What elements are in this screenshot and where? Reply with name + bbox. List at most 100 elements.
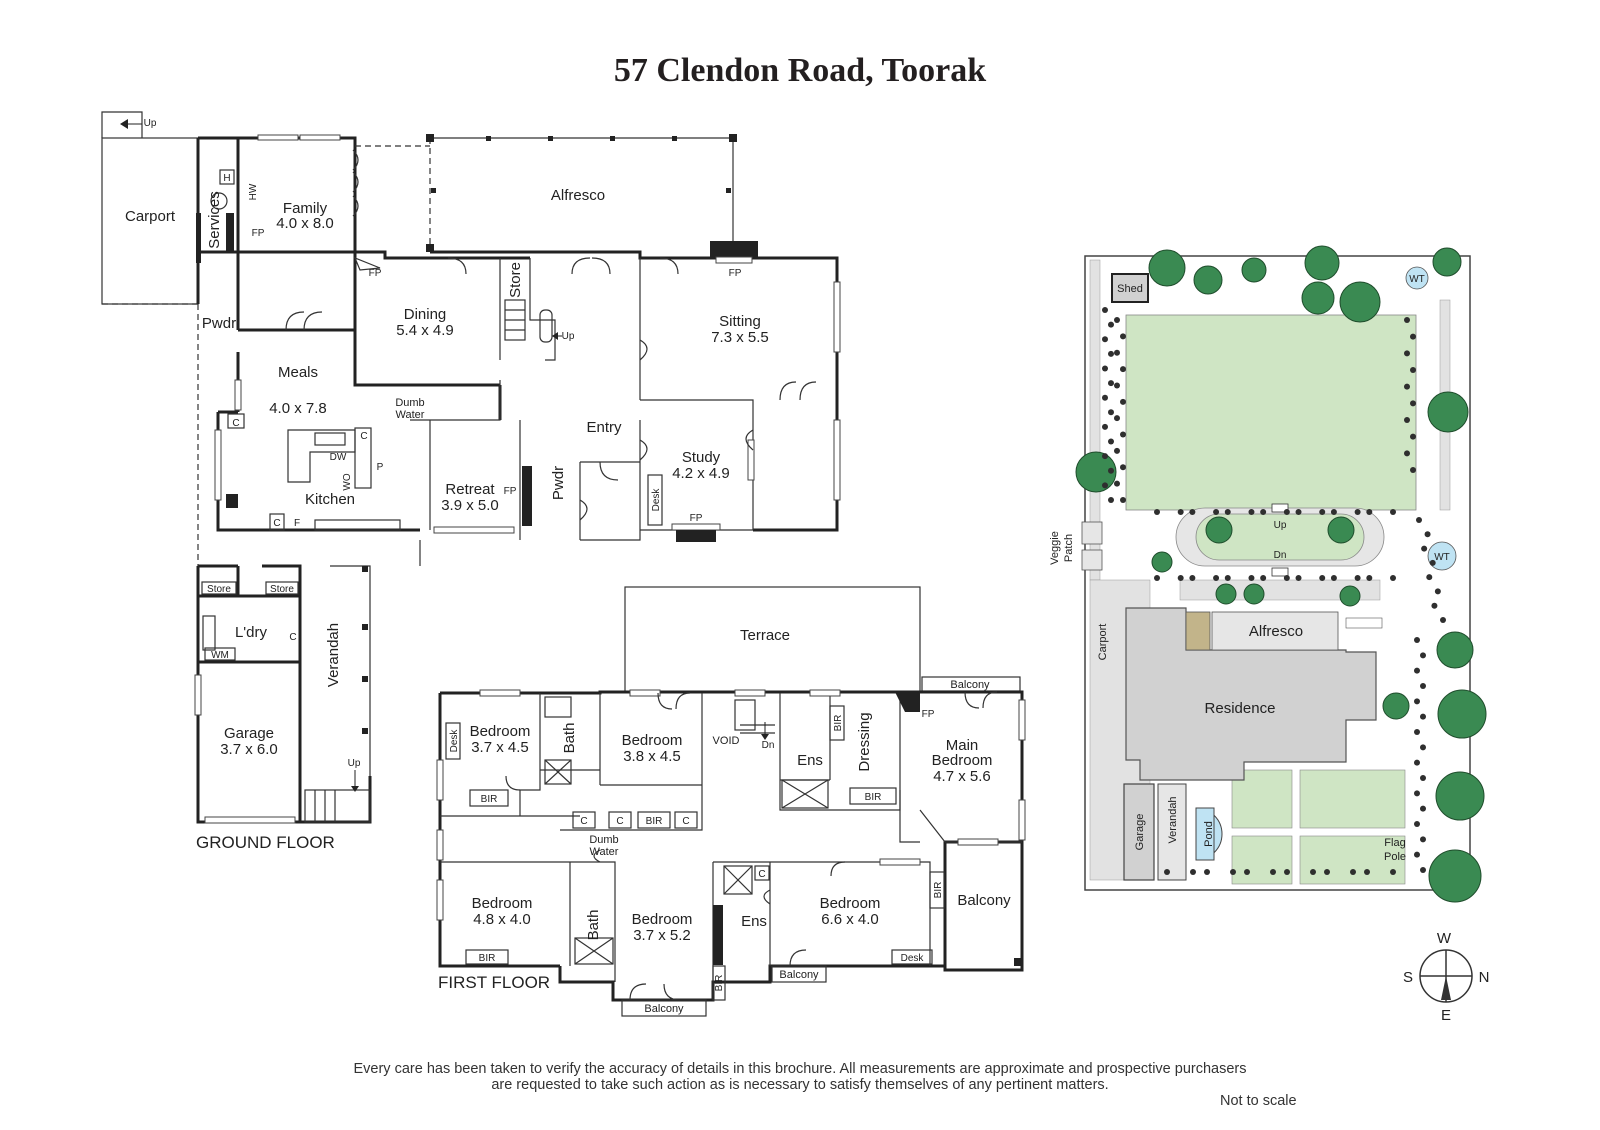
shrub-icon — [1416, 517, 1422, 523]
stair-dn-label: Dn — [762, 740, 775, 751]
shrub-icon — [1114, 349, 1120, 356]
first-floor-plan: Terrace Balcony Desk BIR C C BIR C Dn — [436, 586, 1026, 1017]
shrub-icon — [1102, 482, 1108, 489]
kitchen-wo-label: WO — [342, 473, 353, 490]
shrub-icon — [1102, 336, 1108, 343]
tree-icon — [1301, 281, 1335, 315]
room-ens1: Ens — [797, 752, 823, 769]
shrub-icon — [1390, 575, 1396, 581]
bir-label-2: BIR — [646, 816, 663, 827]
bed5-bir-label: BIR — [933, 882, 944, 899]
shrub-icon — [1108, 467, 1114, 474]
shrub-icon — [1102, 423, 1108, 430]
room-bath1: Bath — [561, 723, 578, 754]
shrub-icon — [1421, 545, 1428, 552]
tree-icon — [1339, 281, 1381, 323]
kitchen-c2-label: C — [273, 518, 280, 529]
tree-icon — [1243, 583, 1265, 605]
room-bed5: Bedroom — [820, 895, 881, 912]
room-sitting: Sitting — [719, 313, 761, 330]
bed4-bir-label: BIR — [714, 975, 725, 992]
shrub-icon — [1364, 869, 1370, 875]
shrub-icon — [1440, 617, 1446, 623]
up-arrow-icon — [120, 119, 128, 129]
dumb-water-line2: Water — [396, 409, 425, 421]
shrub-icon — [1414, 729, 1420, 735]
site-plan: Shed WT WT Veggie Patch Up Dn Carport Al… — [1049, 245, 1487, 903]
site-wt-1: WT — [1409, 274, 1425, 285]
room-bed1-dim: 3.7 x 4.5 — [471, 739, 529, 756]
carport-up-label: Up — [144, 118, 157, 129]
sitting-fp-label: FP — [729, 268, 742, 279]
site-up: Up — [1274, 520, 1287, 531]
shrub-icon — [1404, 417, 1410, 423]
shrub-icon — [1114, 415, 1120, 422]
room-main-bedroom-dim: 4.7 x 5.6 — [933, 768, 991, 785]
room-meals: Meals — [278, 364, 318, 381]
shrub-icon — [1319, 575, 1326, 581]
shrub-icon — [1420, 683, 1426, 689]
verandah-up-label: Up — [348, 758, 361, 769]
shrub-icon — [1248, 509, 1255, 515]
balcony-top-label: Balcony — [950, 679, 990, 691]
ens2-c-label: C — [758, 869, 765, 880]
room-bed3: Bedroom — [472, 895, 533, 912]
tree-icon — [1427, 391, 1469, 433]
room-entry: Entry — [586, 419, 622, 436]
shrub-icon — [1295, 509, 1302, 515]
balcony-bed5-label: Balcony — [779, 969, 819, 981]
shrub-icon — [1414, 759, 1420, 766]
room-balcony-right: Balcony — [957, 892, 1011, 909]
store-a-label: Store — [207, 584, 231, 595]
site-carport: Carport — [1097, 624, 1109, 661]
site-pond: Pond — [1203, 821, 1215, 847]
tree-icon — [1327, 516, 1355, 544]
shrub-icon — [1310, 869, 1316, 875]
shrub-icon — [1330, 575, 1337, 581]
room-kitchen: Kitchen — [305, 491, 355, 508]
room-family-dim: 4.0 x 8.0 — [276, 215, 334, 232]
first-dumb-water-2: Water — [590, 846, 619, 858]
dressing-bir2-label: BIR — [865, 792, 882, 803]
shrub-icon — [1410, 333, 1416, 340]
ground-floor-plan: Up — [101, 111, 841, 852]
room-bed5-dim: 6.6 x 4.0 — [821, 911, 879, 928]
room-bed4-dim: 3.7 x 5.2 — [633, 927, 691, 944]
shrub-icon — [1390, 509, 1396, 515]
shrub-icon — [1420, 744, 1426, 751]
shrub-icon — [1224, 509, 1231, 515]
shrub-icon — [1420, 713, 1426, 720]
compass-w: W — [1437, 930, 1452, 947]
shrub-icon — [1390, 869, 1396, 875]
up-arrow-icon — [552, 332, 558, 340]
room-store: Store — [507, 262, 524, 298]
shrub-icon — [1426, 574, 1433, 581]
dumb-water-line1: Dumb — [395, 397, 424, 409]
room-main-bedroom-2: Bedroom — [932, 752, 993, 769]
tree-icon — [1436, 631, 1474, 669]
main-fp-label: FP — [922, 709, 935, 720]
kitchen-f-label: F — [294, 518, 300, 529]
shrub-icon — [1108, 380, 1114, 387]
shrub-icon — [1414, 667, 1420, 674]
bed5-desk-label: Desk — [901, 953, 925, 964]
tree-icon — [1435, 771, 1485, 821]
shrub-icon — [1404, 350, 1410, 357]
c-label-2: C — [616, 816, 623, 827]
shrub-icon — [1230, 869, 1236, 875]
c-label-1: C — [580, 816, 587, 827]
tree-icon — [1241, 257, 1267, 283]
shrub-icon — [1404, 450, 1410, 457]
tree-icon — [1304, 245, 1340, 281]
site-trees — [1075, 245, 1487, 903]
site-alfresco: Alfresco — [1249, 623, 1303, 640]
compass-s: S — [1403, 969, 1413, 986]
room-void: VOID — [713, 735, 740, 747]
shrub-icon — [1102, 453, 1108, 460]
dining-fp-label: FP — [369, 268, 382, 279]
bed3-bir-label: BIR — [479, 953, 496, 964]
room-bed3-dim: 4.8 x 4.0 — [473, 911, 531, 928]
site-shed: Shed — [1117, 283, 1143, 295]
retreat-fp-label: FP — [504, 486, 517, 497]
compass-e: E — [1441, 1007, 1451, 1024]
